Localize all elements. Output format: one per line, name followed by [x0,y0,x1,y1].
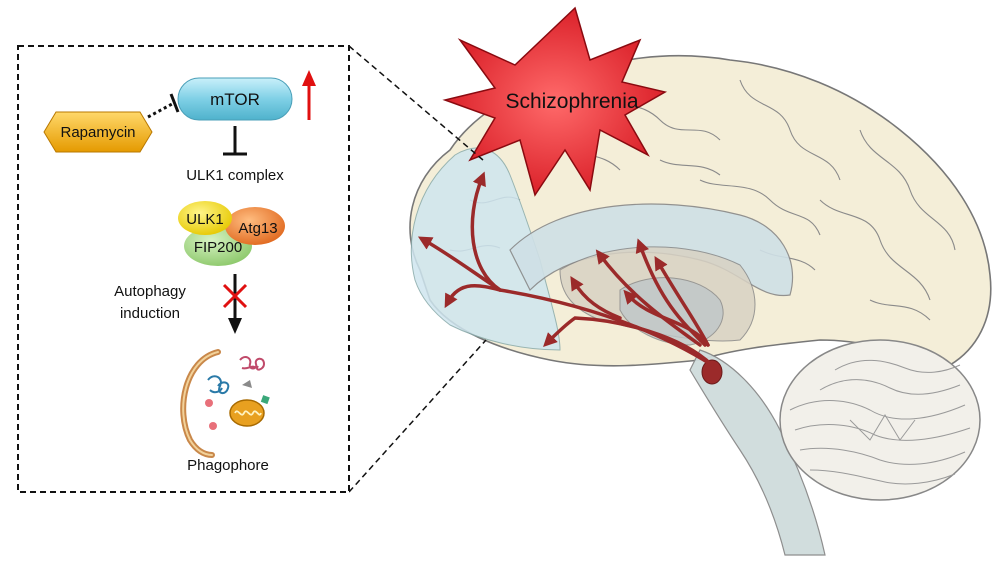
autophagy-label-line1: Autophagy [114,283,186,300]
ulk1-complex-cluster: FIP200 Atg13 ULK1 [178,201,285,266]
vta-source [701,359,723,385]
fragment-icon [260,395,270,405]
schizophrenia-burst [442,6,668,197]
vesicle-icon-1 [205,399,213,407]
rapamycin-inhibition [147,93,180,119]
pathway-arrows [417,171,714,367]
schizophrenia-label: Schizophrenia [505,90,638,113]
mtor-inhibition [223,126,247,156]
blocked-cross-icon [222,283,248,309]
zoom-connector-bottom [348,339,487,493]
upregulation-arrow-icon [302,70,316,120]
autophagy-label-line2: induction [120,305,180,322]
phagophore-illustration [180,349,270,458]
phagophore-label: Phagophore [187,457,269,474]
brain-illustration: Schizophrenia [409,6,992,556]
atg13-label: Atg13 [238,220,277,237]
rapamycin-node: Rapamycin [43,111,153,153]
vesicle-icon-2 [209,422,217,430]
mitochondrion-icon [229,399,265,427]
fip200-label: FIP200 [194,239,242,256]
debris-icon [242,380,252,388]
protein-aggregate-icon [239,356,266,371]
ulk1-label: ULK1 [186,211,224,228]
rapamycin-label: Rapamycin [60,124,135,141]
mtor-label: mTOR [210,90,260,109]
ulk1-complex-label: ULK1 complex [186,167,284,184]
brainstem [689,349,826,556]
mtor-node: mTOR [177,77,293,121]
cerebellum [779,339,981,501]
misfolded-protein-icon [207,375,230,394]
